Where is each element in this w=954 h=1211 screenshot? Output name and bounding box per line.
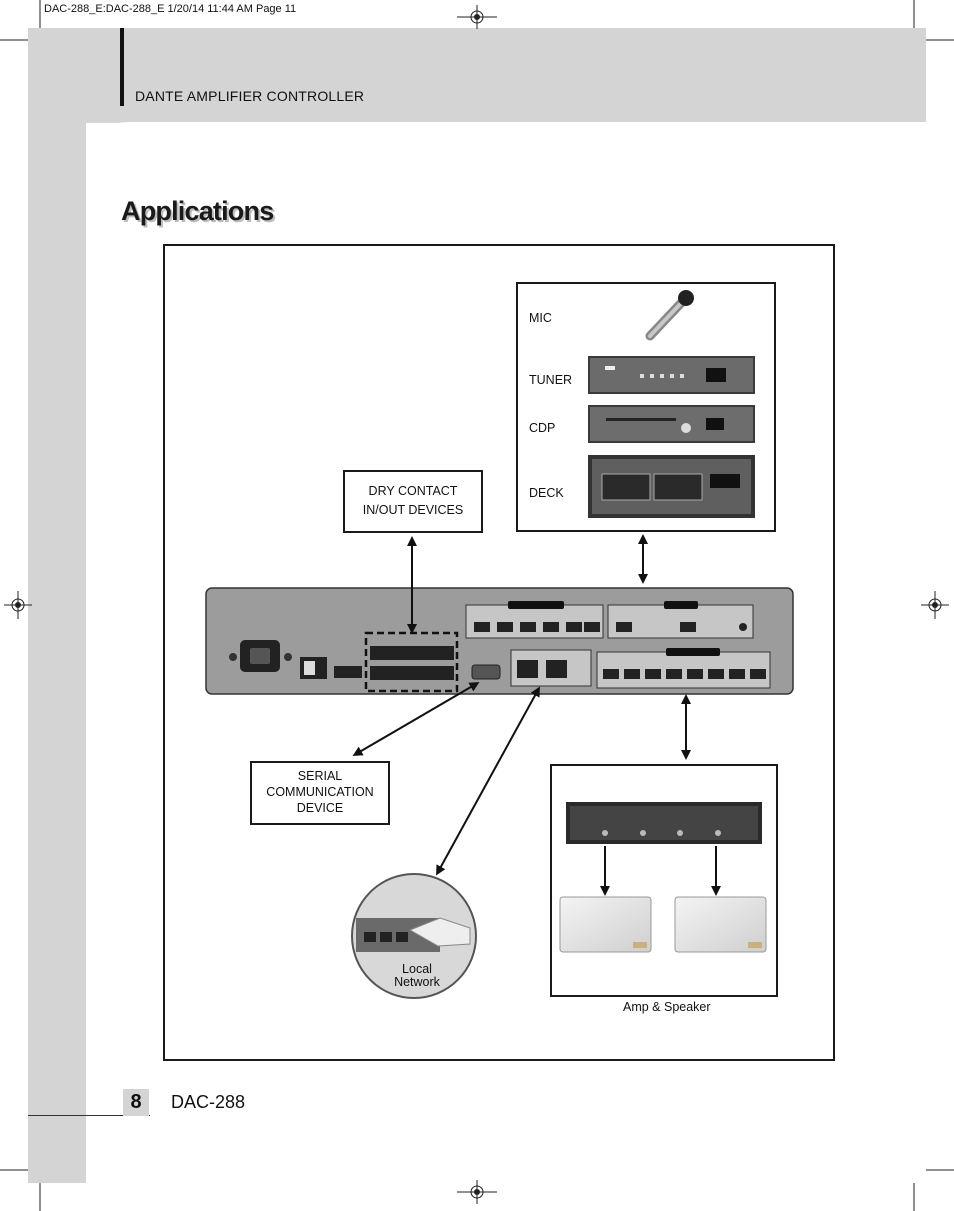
registration-mark-right xyxy=(921,591,949,619)
serial-device-box: SERIAL COMMUNICATION DEVICE xyxy=(250,761,390,825)
local-network-label: Local Network xyxy=(384,963,450,989)
amp-speaker-box xyxy=(550,764,778,997)
print-slug: DAC-288_E:DAC-288_E 1/20/14 11:44 AM Pag… xyxy=(44,3,297,15)
header-title: DANTE AMPLIFIER CONTROLLER xyxy=(135,88,365,104)
registration-mark-bottom xyxy=(457,1180,497,1204)
page-title: Applications xyxy=(121,196,274,226)
deck-label: DECK xyxy=(529,486,564,500)
tuner-label: TUNER xyxy=(529,373,573,387)
cdp-label: CDP xyxy=(529,421,556,435)
registration-mark-left xyxy=(4,591,32,619)
serial-line2: COMMUNICATION xyxy=(266,785,374,799)
footer-rule xyxy=(28,1115,150,1116)
dry-contact-box: DRY CONTACT IN/OUT DEVICES xyxy=(343,470,483,533)
header-accent-bar xyxy=(120,28,124,106)
header-band xyxy=(28,28,926,123)
left-margin-band xyxy=(28,28,86,1183)
diagram-frame xyxy=(163,244,835,1061)
footer-model: DAC-288 xyxy=(171,1092,246,1112)
local-network-line2: Network xyxy=(394,975,440,989)
local-network-line1: Local xyxy=(402,962,432,976)
dry-contact-line2: IN/OUT DEVICES xyxy=(362,503,464,517)
registration-mark-top xyxy=(457,5,497,29)
dry-contact-line1: DRY CONTACT xyxy=(368,484,458,498)
serial-line3: DEVICE xyxy=(296,801,344,815)
amp-speaker-caption: Amp & Speaker xyxy=(623,1000,711,1014)
page-number: 8 xyxy=(123,1089,149,1116)
mic-label: MIC xyxy=(529,311,552,325)
serial-line1: SERIAL xyxy=(297,769,343,783)
